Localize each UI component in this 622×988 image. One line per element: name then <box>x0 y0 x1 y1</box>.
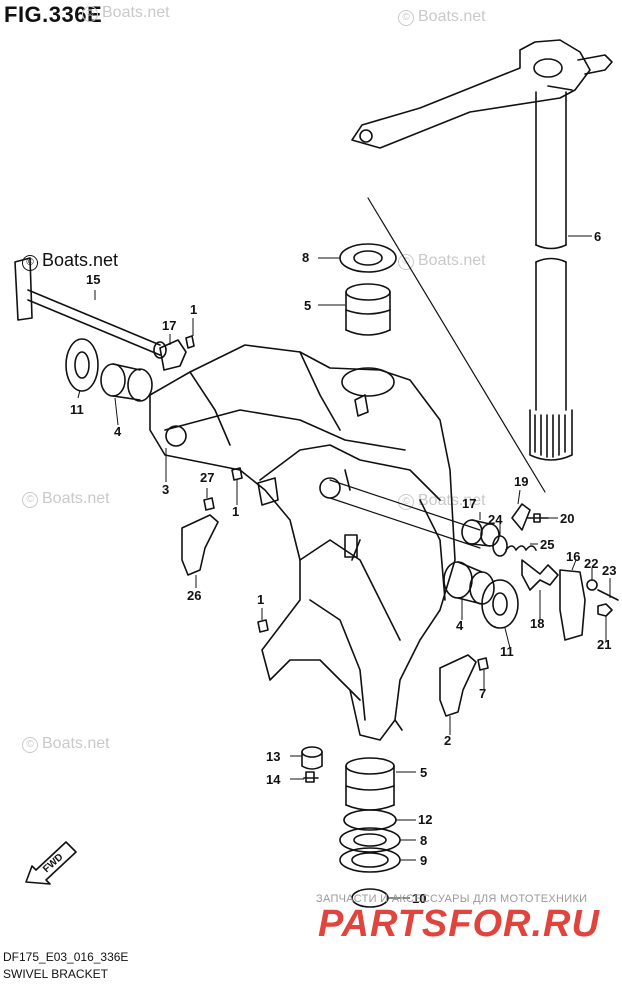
bracket-top-opening <box>341 367 395 397</box>
bushing <box>159 339 187 371</box>
bolt <box>477 657 489 671</box>
callout-1: 1 <box>257 592 265 607</box>
site-brand: PARTSFOR.RU <box>318 903 600 945</box>
figure-name: SWIVEL BRACKET <box>3 967 108 981</box>
callout-2: 2 <box>444 733 452 748</box>
callout-22: 22 <box>584 556 599 571</box>
callout-11: 11 <box>500 644 514 659</box>
callout-17: 17 <box>462 496 477 511</box>
callout-14: 14 <box>266 772 281 787</box>
strap <box>439 654 477 717</box>
callout-20: 20 <box>560 511 575 526</box>
copyright-icon: © <box>22 737 38 753</box>
bolt <box>527 513 549 523</box>
copyright-icon: © <box>22 492 38 508</box>
pin <box>597 589 619 601</box>
callout-19: 19 <box>514 474 529 489</box>
watermark: ©Boats.net <box>22 735 110 753</box>
strap <box>181 514 219 576</box>
leader-line <box>329 479 481 531</box>
leader-line <box>367 197 546 493</box>
nut <box>597 603 613 617</box>
callout-3: 3 <box>162 482 170 497</box>
callout-1: 1 <box>232 504 240 519</box>
grease-nipple <box>257 619 269 633</box>
callout-4: 4 <box>456 618 464 633</box>
bolt <box>303 771 319 783</box>
callout-6: 6 <box>594 229 602 244</box>
figure-code: DF175_E03_016_336E <box>3 950 129 964</box>
grease-nipple <box>185 335 195 349</box>
steering-arm <box>351 39 613 149</box>
callout-10: 10 <box>412 891 427 906</box>
lever-bracket <box>559 569 586 641</box>
bolt <box>203 497 215 511</box>
callout-25: 25 <box>540 537 555 552</box>
tilt-shaft <box>14 257 167 359</box>
callout-17: 17 <box>162 318 177 333</box>
copyright-icon: © <box>82 6 98 22</box>
ring <box>492 535 508 557</box>
callout-9: 9 <box>420 853 428 868</box>
spacer <box>301 746 323 770</box>
lock-plate <box>511 503 531 531</box>
bushing <box>100 363 153 402</box>
callout-23: 23 <box>602 563 617 578</box>
fwd-arrow: FWD <box>22 832 84 893</box>
callout-8: 8 <box>302 250 310 265</box>
bushing <box>345 283 391 336</box>
steering-shaft <box>529 91 573 461</box>
washer <box>339 243 397 273</box>
washer <box>481 579 519 629</box>
callout-11: 11 <box>70 402 84 417</box>
ring <box>343 809 397 831</box>
callout-15: 15 <box>86 272 101 287</box>
bushing <box>345 757 395 811</box>
watermark: ©Boats.net <box>82 4 170 22</box>
spring <box>505 545 537 551</box>
bushing <box>443 561 495 605</box>
grease-nipple <box>231 467 243 481</box>
callout-4: 4 <box>114 424 122 439</box>
watermark: ©Boats.net <box>22 490 110 508</box>
callout-21: 21 <box>597 637 612 652</box>
callout-12: 12 <box>418 812 433 827</box>
leader-line <box>329 497 481 549</box>
callout-leaders <box>77 235 611 899</box>
callout-18: 18 <box>530 616 545 631</box>
washer <box>586 579 598 591</box>
fwd-arrow-icon: FWD <box>25 841 77 885</box>
callout-5: 5 <box>420 765 428 780</box>
callout-7: 7 <box>479 686 487 701</box>
swivel-bracket-body <box>149 344 456 741</box>
callout-24: 24 <box>488 512 503 527</box>
callout-5: 5 <box>304 298 312 313</box>
bushing <box>461 519 500 547</box>
washer <box>65 338 99 392</box>
callout-8: 8 <box>420 833 428 848</box>
site-tagline: ЗАПЧАСТИ И АКСЕССУАРЫ ДЛЯ МОТОТЕХНИКИ <box>316 893 588 905</box>
watermark: ©Boats.net <box>398 8 486 26</box>
callout-27: 27 <box>200 470 215 485</box>
callout-16: 16 <box>566 549 581 564</box>
tilt-lock-lever <box>521 559 559 591</box>
callout-1: 1 <box>190 302 198 317</box>
copyright-icon: © <box>398 494 414 510</box>
callout-26: 26 <box>187 588 202 603</box>
callout-13: 13 <box>266 749 281 764</box>
copyright-icon: © <box>398 10 414 26</box>
